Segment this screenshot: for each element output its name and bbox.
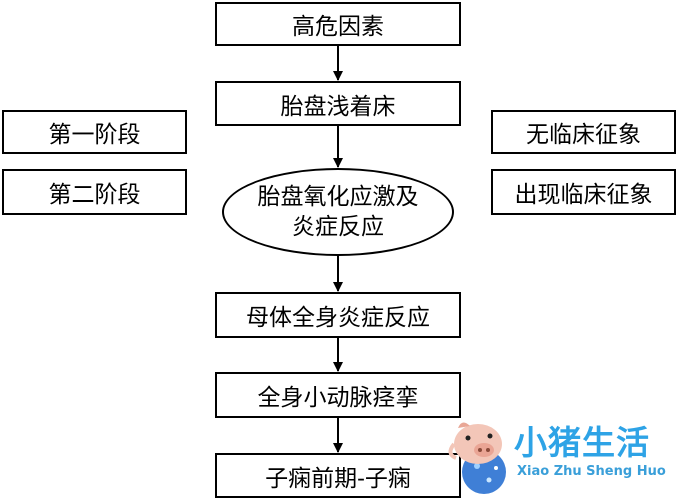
oxidative-stress-line2: 炎症反应	[292, 214, 384, 240]
risk-factors-box: 高危因素	[215, 2, 461, 46]
oxidative-stress-ellipse: 胎盘氧化应激及 炎症反应	[222, 168, 454, 256]
stage-two-box: 第二阶段	[2, 169, 187, 215]
maternal-inflammation-box: 母体全身炎症反应	[215, 292, 461, 338]
preeclampsia-box: 子痫前期-子痫	[215, 453, 461, 498]
stage-one-box: 第一阶段	[2, 110, 187, 154]
arteriole-spasm-box: 全身小动脉痉挛	[215, 372, 461, 418]
pig-mascot-icon	[448, 422, 506, 494]
watermark-title: 小猪生活	[514, 423, 650, 462]
clinical-signs-box: 出现临床征象	[491, 169, 676, 215]
oxidative-stress-line1: 胎盘氧化应激及	[257, 184, 419, 210]
shallow-implantation-box: 胎盘浅着床	[215, 81, 461, 126]
no-clinical-signs-box: 无临床征象	[491, 110, 676, 154]
watermark-subtitle: Xiao Zhu Sheng Huo	[517, 464, 666, 479]
watermark: 小猪生活 Xiao Zhu Sheng Huo	[444, 414, 678, 500]
